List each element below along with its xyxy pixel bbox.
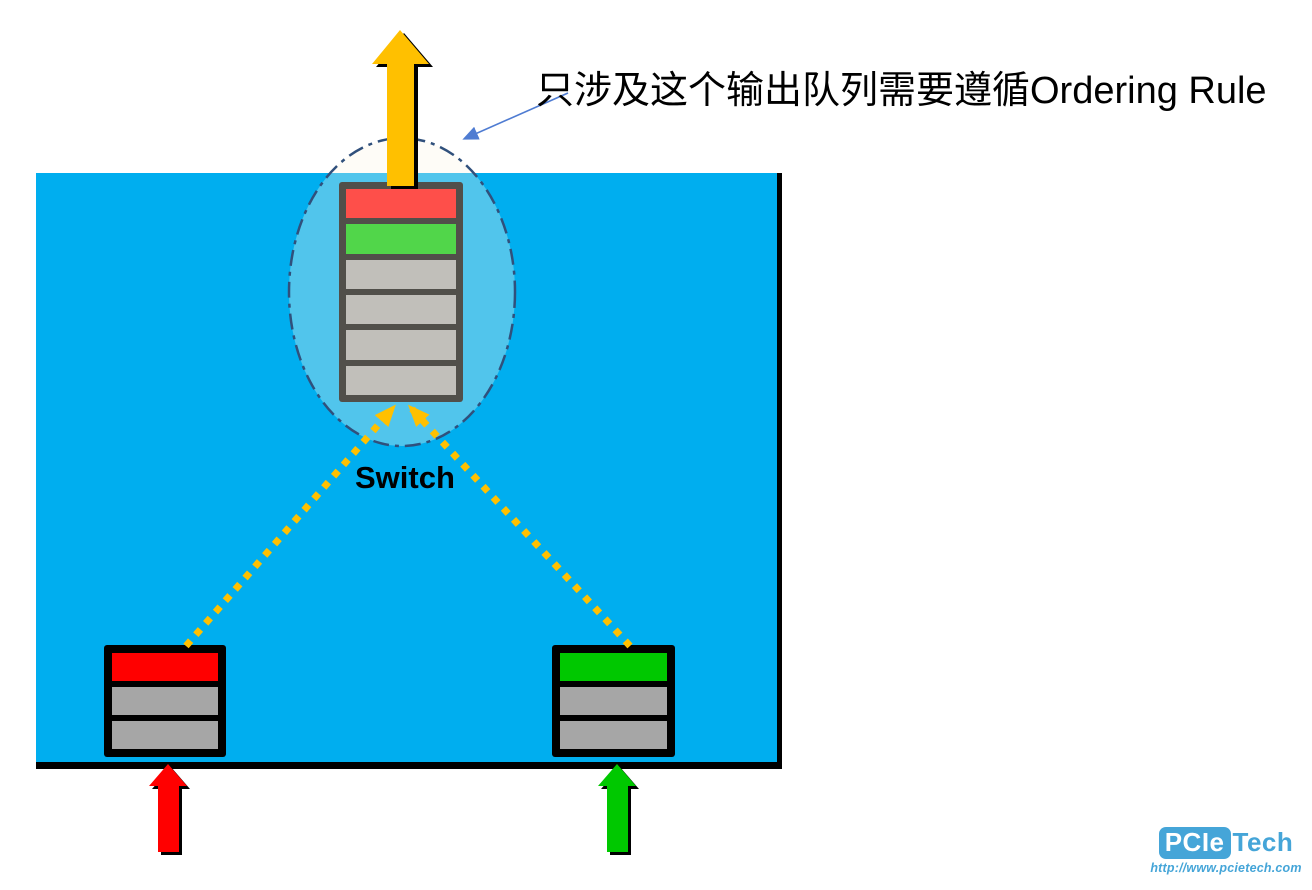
queue-cell-gray [346, 365, 456, 395]
ingress-queue-right [552, 645, 675, 757]
queue-cell-gray [346, 294, 456, 325]
output-arrow-icon [372, 30, 429, 186]
logo-suffix: Tech [1232, 827, 1294, 857]
ingress-arrow-green-shadow [601, 767, 639, 855]
queue-cell-red [346, 189, 456, 219]
queue-cell-gray [560, 721, 667, 749]
queue-cell-gray [560, 687, 667, 715]
queue-cell-green [346, 224, 456, 254]
logo-badge: PCIe [1158, 827, 1231, 859]
queue-cell-gray [346, 259, 456, 289]
ingress-arrow-red [149, 764, 190, 855]
queue-cell-red [112, 653, 218, 681]
ingress-queue-left [104, 645, 226, 757]
ingress-arrow-green [598, 764, 639, 855]
ingress-arrow-red-shadow [152, 767, 190, 855]
queue-cell-gray [346, 330, 456, 360]
queue-cell-gray [112, 721, 218, 749]
logo-url: http://www.pcietech.com [1150, 861, 1302, 875]
output-arrow-up [372, 30, 433, 189]
queue-cell-green [560, 653, 667, 681]
ingress-arrow-green-icon [598, 764, 636, 852]
output-queue [339, 182, 463, 402]
switch-label: Switch [355, 460, 455, 495]
annotation-text: 只涉及这个输出队列需要遵循Ordering Rule [536, 70, 1267, 112]
output-arrow-shadow [376, 33, 433, 189]
ingress-arrow-red-icon [149, 764, 187, 852]
queue-cell-gray [112, 687, 218, 715]
